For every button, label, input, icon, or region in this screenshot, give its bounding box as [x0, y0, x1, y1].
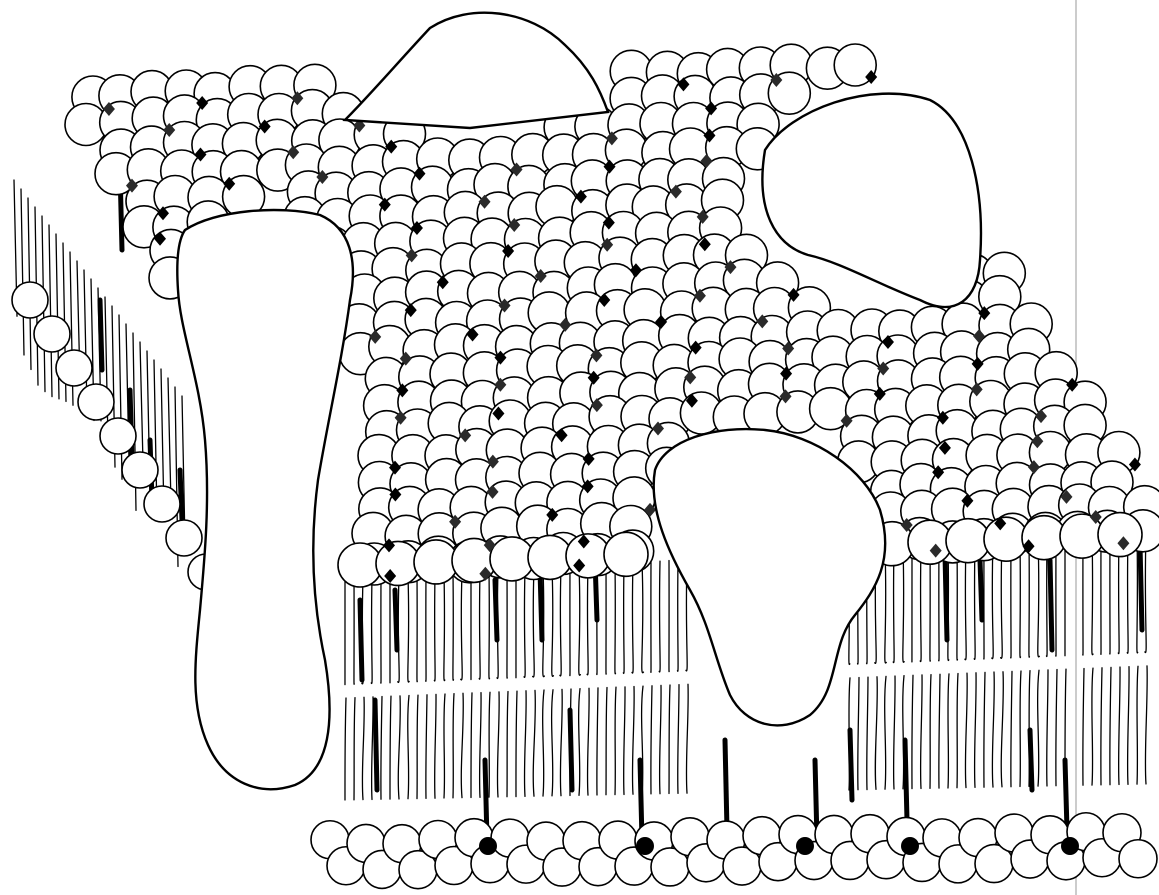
cholesterol-rod	[540, 570, 542, 640]
tail-line-icon	[453, 574, 454, 681]
cholesterol-rod	[375, 700, 377, 790]
tail-line-icon	[623, 563, 624, 673]
circle-icon	[100, 418, 136, 454]
dark-speckle-icon	[796, 837, 814, 855]
cholesterol-rod	[980, 560, 982, 620]
circle-icon	[144, 486, 180, 522]
cholesterol-rod	[1065, 760, 1067, 830]
cholesterol-rod	[850, 730, 852, 800]
cholesterol-rod	[1030, 730, 1032, 790]
tail-line-icon	[1029, 539, 1030, 657]
cholesterol-rod	[495, 580, 497, 640]
cholesterol-rod	[1050, 560, 1052, 650]
dark-speckle-icon	[901, 837, 919, 855]
tail-line-icon	[677, 560, 678, 671]
circle-icon	[1098, 513, 1142, 557]
tail-line-icon	[615, 564, 616, 674]
circle-icon	[78, 384, 114, 420]
cholesterol-rod	[360, 600, 362, 680]
circle-icon	[56, 350, 92, 386]
circle-icon	[166, 520, 202, 556]
cholesterol-rod	[945, 555, 947, 640]
circle-icon	[12, 282, 48, 318]
cholesterol-rod	[100, 300, 102, 370]
tail-line-icon	[1020, 540, 1021, 658]
cholesterol-rod	[905, 740, 907, 820]
circle-icon	[1119, 840, 1157, 878]
circle-icon	[34, 316, 70, 352]
cholesterol-rod	[1140, 545, 1142, 630]
circle-icon	[604, 532, 648, 576]
cholesterol-rod	[570, 710, 572, 790]
dark-speckle-icon	[636, 837, 654, 855]
cholesterol-rod	[180, 470, 182, 520]
dark-speckle-icon	[479, 837, 497, 855]
cholesterol-rod	[395, 590, 397, 650]
tail-line-icon	[489, 571, 490, 678]
dark-speckle-icon	[1061, 837, 1079, 855]
circle-icon	[122, 452, 158, 488]
cholesterol-rod	[725, 740, 727, 830]
tail-line-icon	[434, 575, 435, 681]
